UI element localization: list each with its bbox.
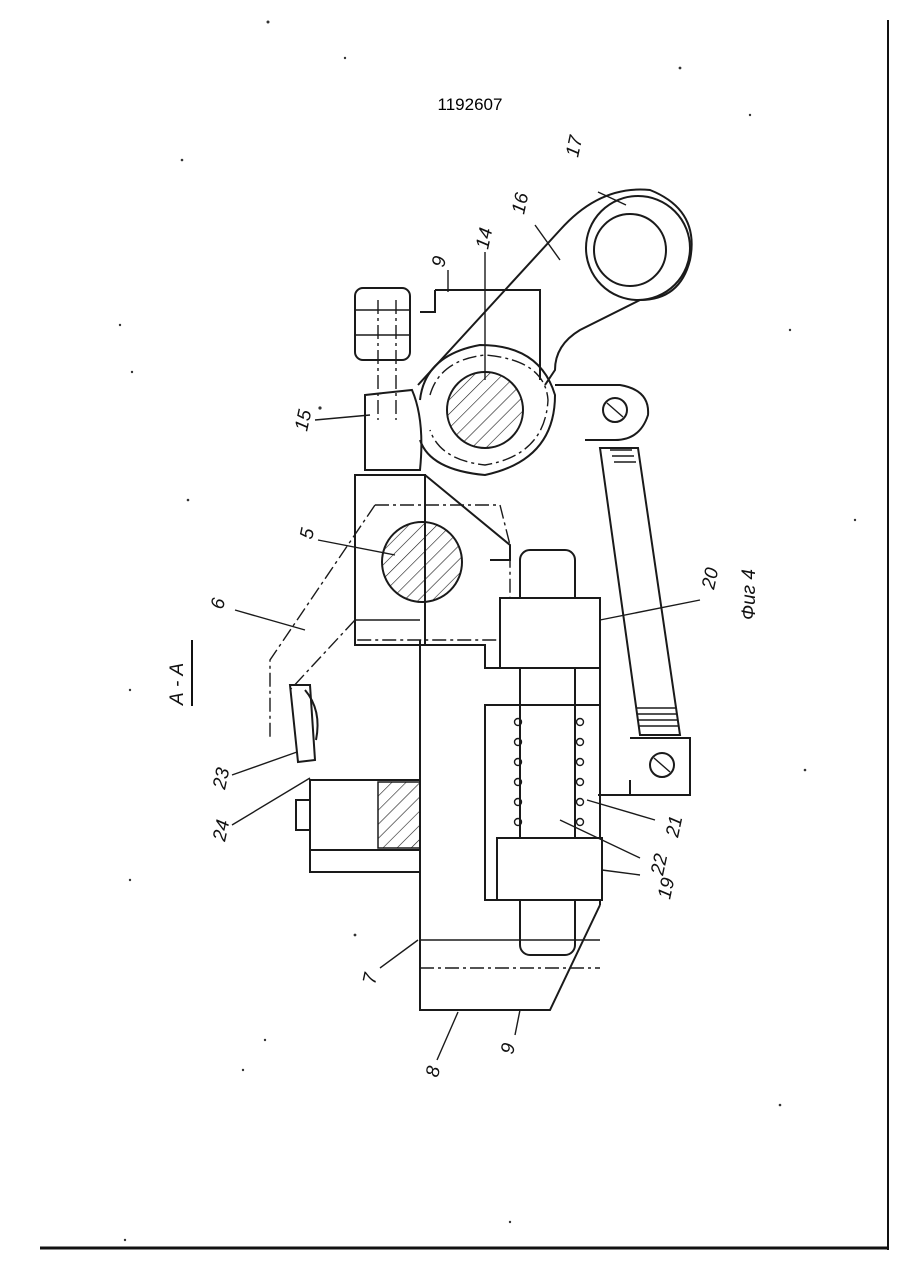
label-21: 21 [662,814,687,840]
nut [355,288,410,360]
spring-lug-lower [630,738,690,795]
shaft-14-section [447,372,523,448]
eye-17-inner [594,214,666,286]
part-15 [365,390,421,470]
figure-label: Фиг 4 [739,569,760,620]
label-5: 5 [296,526,319,541]
mechanism-drawing [232,190,700,1061]
label-23: 23 [209,766,234,792]
label-17: 17 [562,133,587,159]
rod-assembly [485,550,630,955]
tension-spring [600,448,680,735]
hub-14 [420,345,555,475]
label-15: 15 [291,408,316,433]
lever-16 [418,190,692,386]
label-9-top: 9 [428,254,451,269]
label-14: 14 [472,226,497,251]
shaft-5-section [382,522,462,602]
block-19 [497,838,602,900]
patent-number: 1192607 [438,95,503,114]
spring-lug-upper [555,385,648,440]
label-7: 7 [359,970,382,986]
label-24: 24 [209,818,234,844]
block-20 [500,598,600,668]
section-label: А - А [167,663,188,706]
label-16: 16 [508,191,533,216]
scan-specks [119,21,856,1242]
label-19: 19 [654,876,679,901]
label-22: 22 [647,852,672,878]
leader-lines [232,192,700,1060]
label-8: 8 [422,1064,445,1079]
label-9-bottom: 9 [497,1041,520,1056]
label-6: 6 [207,596,230,611]
label-20: 20 [698,566,723,592]
hatched-insert [378,782,420,848]
coil-spring-21 [515,719,584,826]
